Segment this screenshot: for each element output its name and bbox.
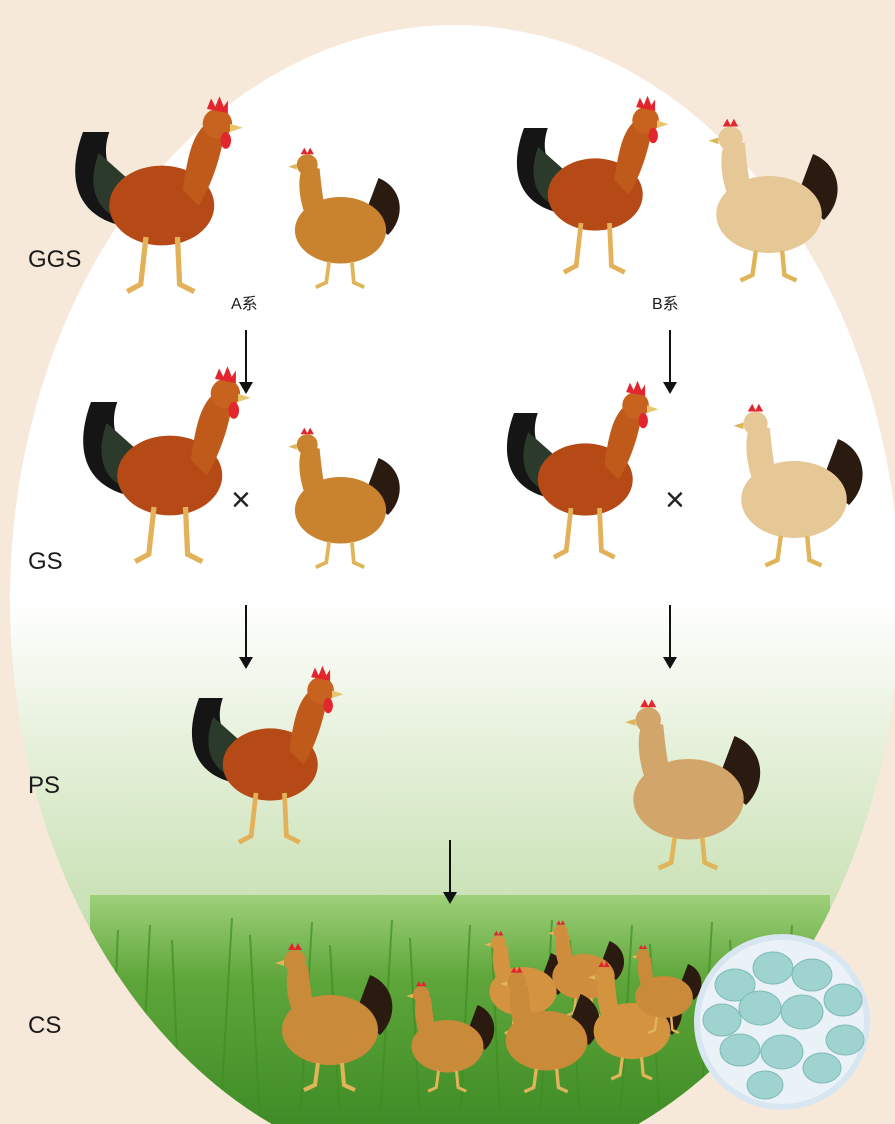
line-b-label: B系: [652, 290, 679, 314]
arrow-ggs-to-gs-a: [239, 330, 253, 394]
level-label-ps: PS: [28, 772, 60, 800]
arrow-ggs-to-gs-b: [663, 330, 677, 394]
level-label-cs: CS: [28, 1012, 61, 1040]
line-a-label: A系: [231, 290, 258, 314]
grass-field: [90, 895, 830, 1124]
arrow-ps-to-cs: [443, 840, 457, 904]
cross-symbol-a: ×: [231, 483, 251, 517]
arrow-gs-to-ps-a: [239, 605, 253, 669]
level-label-ggs: GGS: [28, 246, 81, 274]
cross-symbol-b: ×: [665, 483, 685, 517]
level-label-gs: GS: [28, 548, 63, 576]
arrow-gs-to-ps-b: [663, 605, 677, 669]
